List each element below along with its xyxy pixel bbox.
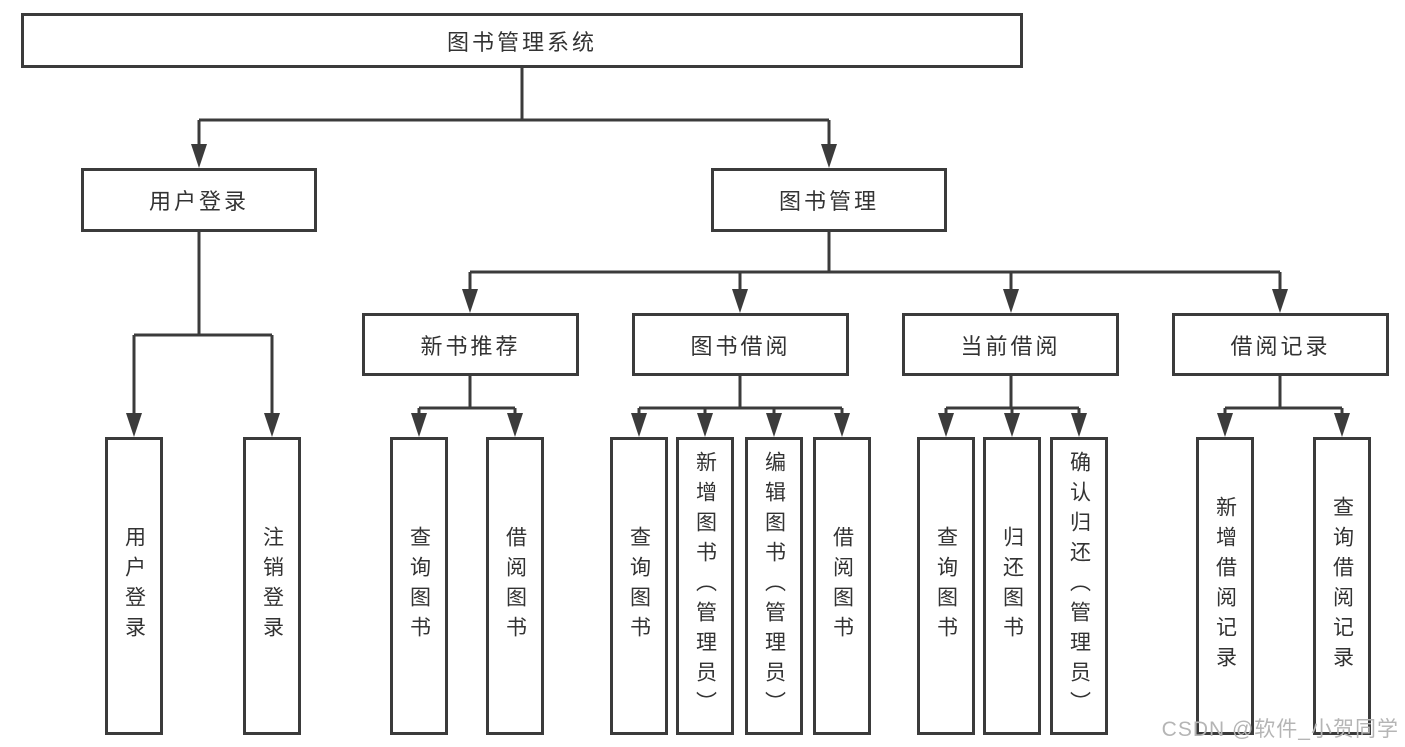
- arrow-head: [1272, 289, 1288, 313]
- node-current-borrow: 当前借阅: [902, 313, 1119, 376]
- arrow-head: [1004, 413, 1020, 437]
- arrow-head: [1071, 413, 1087, 437]
- leaf-borrow-add-book-admin: 新增图书（管理员）: [676, 437, 734, 735]
- connector-userlogin-to-leaves: [132, 232, 274, 418]
- watermark: CSDN @软件_小贺同学: [1161, 718, 1399, 741]
- leaf-current-query-books: 查询图书: [917, 437, 975, 735]
- connector-borrowrecord-to-leaves: [1223, 376, 1344, 418]
- arrow-head: [507, 413, 523, 437]
- arrow-head: [126, 413, 142, 437]
- arrow-head: [411, 413, 427, 437]
- connector-currentborrow-to-leaves: [944, 376, 1081, 418]
- arrow-head: [1217, 413, 1233, 437]
- arrow-head: [1334, 413, 1350, 437]
- leaf-borrow-edit-book-admin: 编辑图书（管理员）: [745, 437, 803, 735]
- leaf-user-login: 用户登录: [105, 437, 163, 735]
- connector-root-to-level1: [197, 68, 831, 150]
- leaf-current-return-book: 归还图书: [983, 437, 1041, 735]
- arrow-head: [697, 413, 713, 437]
- leaf-newbook-query-books: 查询图书: [390, 437, 448, 735]
- node-root: 图书管理系统: [21, 13, 1023, 68]
- arrow-head: [766, 413, 782, 437]
- leaf-newbook-borrow-books: 借阅图书: [486, 437, 544, 735]
- leaf-current-confirm-return-admin: 确认归还（管理员）: [1050, 437, 1108, 735]
- connector-newbook-to-leaves: [417, 376, 517, 418]
- arrow-head: [834, 413, 850, 437]
- arrow-head: [1003, 289, 1019, 313]
- leaf-borrow-borrow-books: 借阅图书: [813, 437, 871, 735]
- node-book-borrow: 图书借阅: [632, 313, 849, 376]
- arrow-head: [462, 289, 478, 313]
- connector-bookmgmt-to-level2: [468, 232, 1282, 294]
- leaf-borrow-query-books: 查询图书: [610, 437, 668, 735]
- arrow-head: [191, 144, 207, 168]
- arrow-head: [264, 413, 280, 437]
- leaf-user-logout: 注销登录: [243, 437, 301, 735]
- arrow-head: [938, 413, 954, 437]
- node-book-management: 图书管理: [711, 168, 947, 232]
- node-new-book-recommend: 新书推荐: [362, 313, 579, 376]
- leaf-record-query-borrow-record: 查询借阅记录: [1313, 437, 1371, 735]
- node-borrow-records: 借阅记录: [1172, 313, 1389, 376]
- arrow-head: [732, 289, 748, 313]
- leaf-record-add-borrow-record: 新增借阅记录: [1196, 437, 1254, 735]
- arrow-head: [631, 413, 647, 437]
- arrow-head: [821, 144, 837, 168]
- connector-bookborrow-to-leaves: [637, 376, 844, 418]
- node-user-login: 用户登录: [81, 168, 317, 232]
